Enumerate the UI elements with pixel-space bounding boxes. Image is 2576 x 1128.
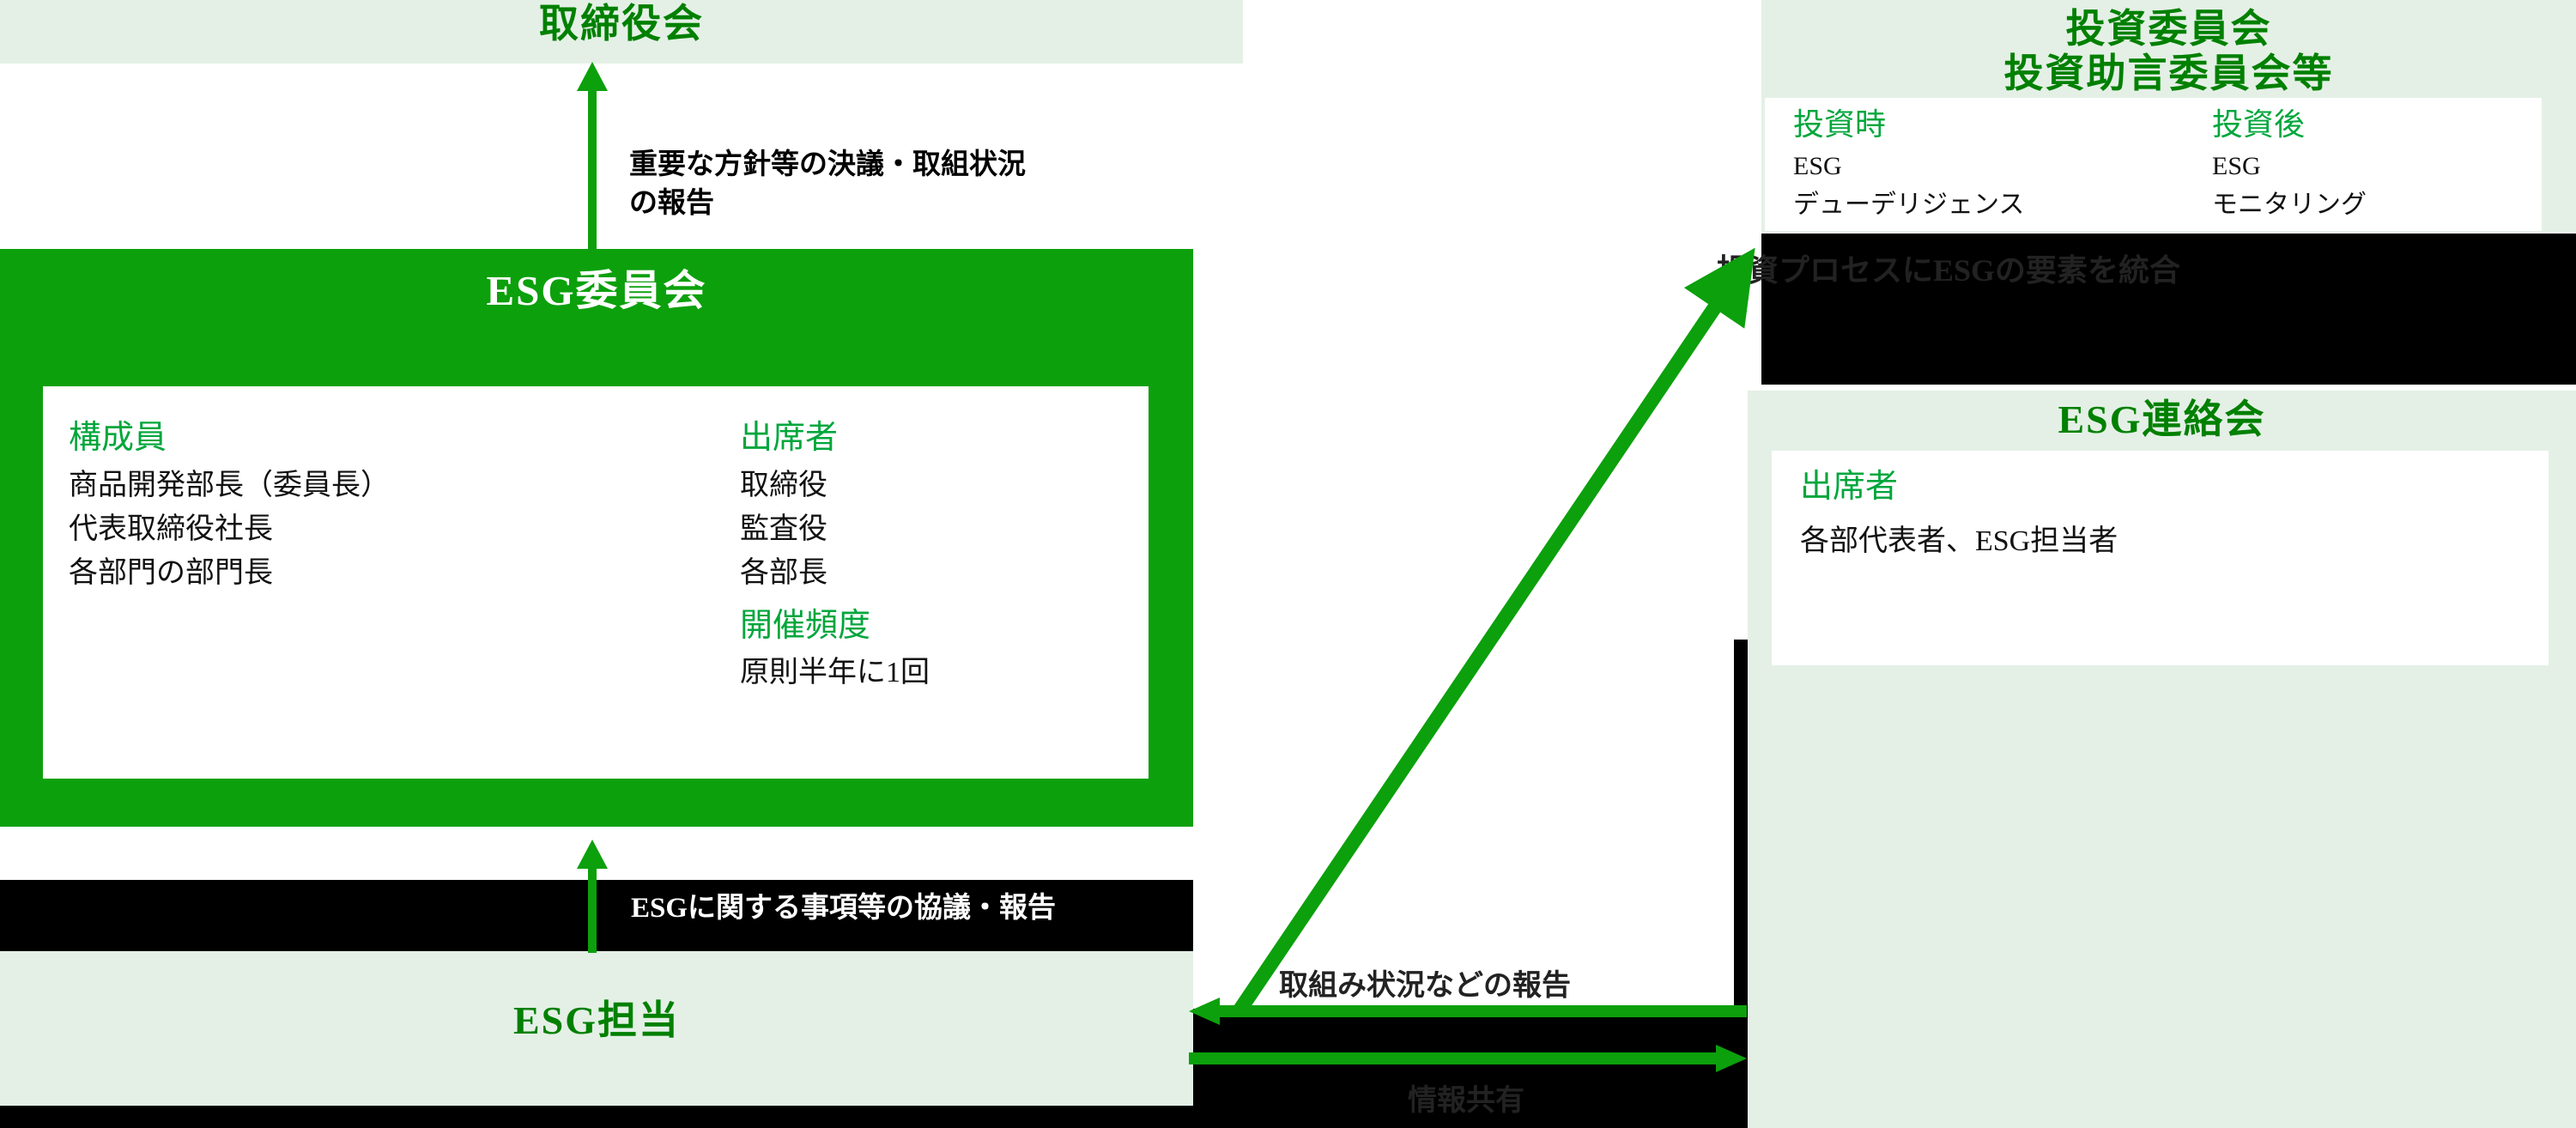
liaison-share-arrow-label: 情報共有 [1408, 1085, 1524, 1117]
esg-committee-members-heading: 構成員 [69, 420, 167, 456]
investment-committee-column-1: 投資後 ESG モニタリング [2212, 106, 2512, 224]
investment-committee-column-0: 投資時 ESG デューデリジェンス [1793, 106, 2094, 224]
esg-staff-report-arrow-label: ESGに関する事項等の協議・報告 [631, 893, 1057, 924]
liaison-share-arrow-icon [1189, 1045, 1747, 1072]
esg-liaison-title: ESG連絡会 [2058, 397, 2266, 441]
board-of-directors-title: 取締役会 [539, 2, 704, 45]
board-report-arrow-label: 重要な方針等の決議・取組状況 の報告 [629, 146, 1179, 222]
board-of-directors-panel [0, 0, 1243, 64]
investment-committee-column-0-item-0: ESG [1793, 152, 1842, 181]
esg-committee-members-item-2: 各部門の部門長 [69, 556, 273, 589]
investment-committee-column-0-item-1: デューデリジェンス [1793, 191, 2025, 220]
investment-committee-title-line1: 投資委員会 [2065, 7, 2272, 51]
esg-committee-frequency-item-0: 原則半年に1回 [740, 657, 930, 689]
esg-liaison-attendees-group: 出席者 各部代表者、ESG担当者 [1800, 468, 2487, 563]
esg-liaison-attendees-heading: 出席者 [1800, 469, 1899, 505]
board-report-arrow-label-line2: の報告 [629, 187, 714, 219]
esg-liaison-attendees-item-0: 各部代表者、ESG担当者 [1800, 525, 2118, 557]
esg-staff-title: ESG担当 [512, 998, 681, 1042]
esg-committee-members-item-0: 商品開発部長（委員長） [69, 469, 390, 501]
esg-committee-attendees-group: 出席者 取締役 監査役 各部長 開催頻度 原則半年に1回 [740, 419, 1135, 694]
esg-liaison-detail-box [1772, 451, 2549, 665]
scan-artifact-band-liaison-left [1193, 1009, 1748, 1128]
esg-committee-frequency-heading: 開催頻度 [740, 607, 871, 644]
investment-committee-detail-box [1765, 98, 2542, 231]
investment-committee-column-1-heading: 投資後 [2212, 107, 2306, 142]
investment-committee-column-1-item-1: モニタリング [2212, 191, 2367, 220]
esg-committee-title: ESG委員会 [486, 267, 707, 314]
board-report-arrow-label-line1: 重要な方針等の決議・取組状況 [629, 149, 1026, 180]
liaison-report-arrow-label: 取組み状況などの報告 [1279, 970, 1571, 1002]
esg-committee-detail-box [43, 386, 1149, 779]
investment-integration-arrow-icon [1231, 247, 1755, 1017]
esg-committee-attendees-heading: 出席者 [740, 420, 839, 456]
esg-committee-members-item-1: 代表取締役社長 [69, 512, 273, 545]
investment-committee-title-line2: 投資助言委員会等 [2003, 51, 2334, 95]
scan-artifact-band-staff-bottom [0, 1106, 1193, 1128]
investment-committee-caption: 投資プロセスにESGの要素を統合 [1717, 253, 2181, 288]
scan-artifact-band-investment [1761, 233, 2576, 385]
esg-staff-panel [0, 951, 1193, 1106]
board-report-arrow-icon [577, 62, 608, 255]
investment-committee-column-0-heading: 投資時 [1793, 107, 1887, 142]
investment-committee-column-1-item-0: ESG [2212, 152, 2261, 181]
esg-committee-attendees-item-0: 取締役 [740, 469, 827, 501]
liaison-report-arrow-icon [1189, 998, 1747, 1025]
esg-committee-attendees-item-2: 各部長 [740, 556, 827, 589]
esg-committee-attendees-item-1: 監査役 [740, 512, 827, 545]
investment-committee-title: 投資委員会 投資助言委員会等 [1761, 7, 2576, 95]
esg-staff-report-arrow-icon [577, 840, 608, 953]
esg-committee-members-group: 構成員 商品開発部長（委員長） 代表取締役社長 各部門の部門長 [69, 419, 549, 595]
